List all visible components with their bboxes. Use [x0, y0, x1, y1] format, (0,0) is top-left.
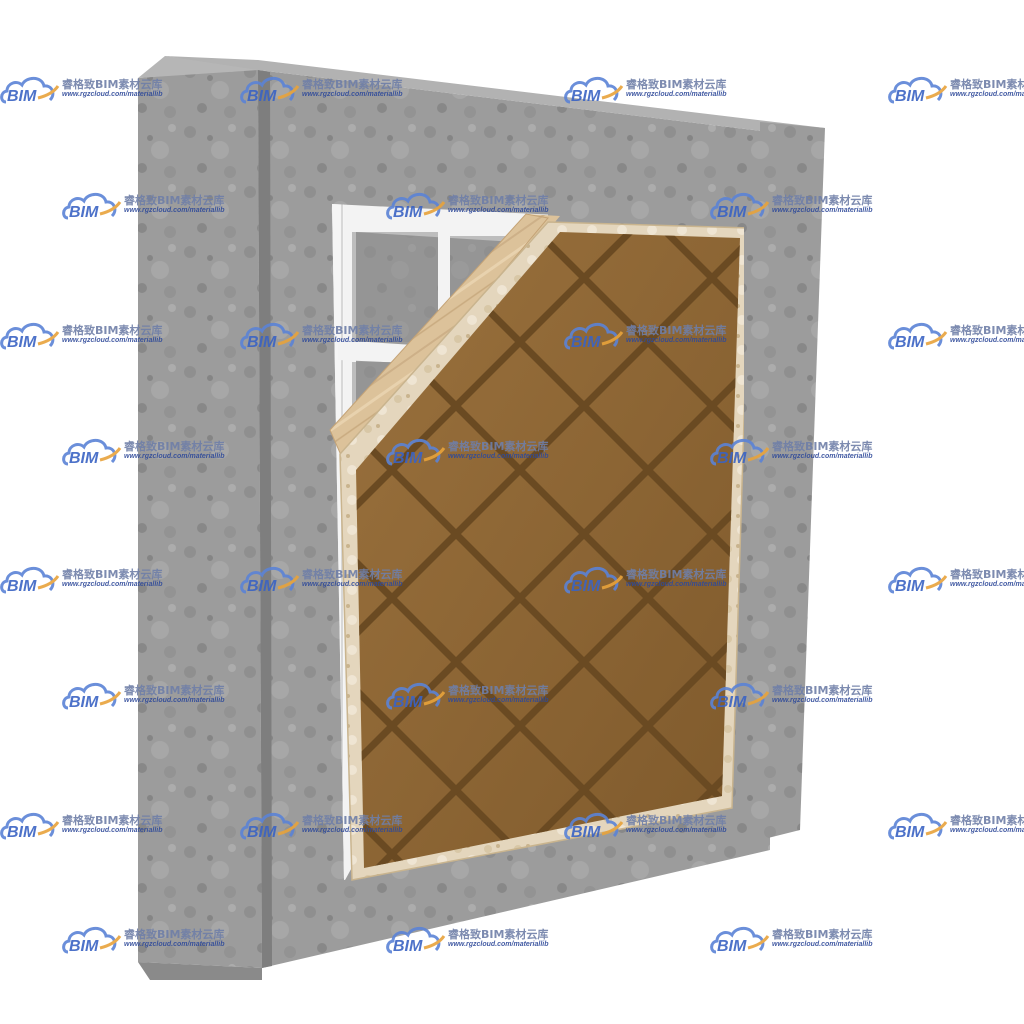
leather-seam — [356, 232, 740, 868]
leather-seam — [356, 232, 619, 868]
concrete-right-pillar — [760, 122, 825, 840]
leather-seam — [356, 232, 715, 868]
leather-seam — [421, 232, 740, 868]
leather-seam — [936, 150, 1024, 950]
concrete-wall-shade — [258, 70, 272, 968]
leather-seam — [356, 232, 740, 868]
leather-seam — [0, 150, 72, 950]
leather-seam — [968, 150, 1024, 950]
leather-seam — [808, 150, 1024, 950]
leather-seam — [356, 232, 740, 868]
leather-seam — [840, 150, 1024, 950]
concrete-left-pillar — [138, 68, 262, 968]
concrete-wall-top — [165, 56, 825, 132]
concrete-left-pillar-side — [138, 56, 258, 78]
concrete-right-edge — [744, 132, 770, 850]
leather-seam — [453, 232, 740, 868]
leather-seam — [581, 232, 740, 868]
plywood-edge — [329, 213, 549, 463]
leather-seam — [0, 150, 104, 950]
leather-seam — [356, 232, 740, 868]
concrete-left-bottom — [138, 962, 262, 980]
